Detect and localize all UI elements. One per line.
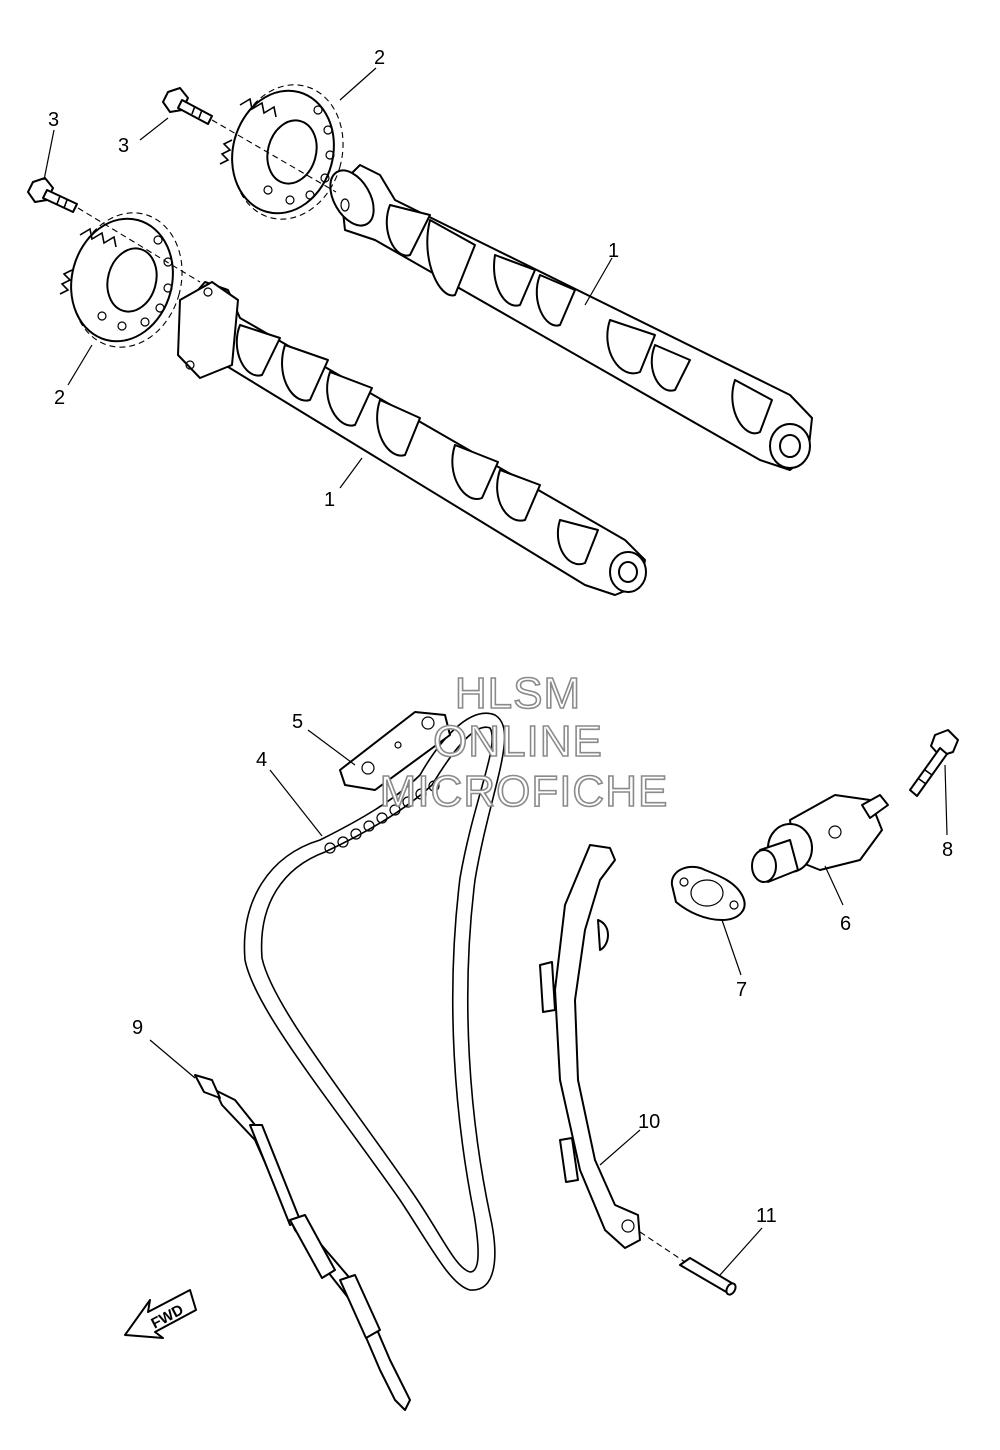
callout-1-upper: 1	[608, 240, 619, 262]
bolt-lower	[27, 177, 78, 213]
camshaft-lower	[177, 281, 647, 596]
callout-labels: 1 1 2 2 3 3 4 5 6 7 8 9 10 11	[48, 47, 953, 1227]
callout-1-lower: 1	[324, 489, 335, 511]
watermark-line-1: HLSM	[455, 669, 581, 718]
callout-5: 5	[292, 711, 303, 733]
watermark: HLSM ONLINE MICROFICHE	[379, 668, 669, 817]
chain-guide-rear	[194, 1074, 411, 1411]
chain-links	[324, 780, 440, 854]
tensioner-bolt	[909, 729, 959, 797]
chain-guide-top	[339, 711, 451, 791]
callout-2-lower: 2	[54, 387, 65, 409]
watermark-line-2: ONLINE	[433, 717, 603, 766]
callout-8: 8	[942, 839, 953, 861]
callout-11: 11	[756, 1205, 777, 1227]
chain-tensioner	[751, 794, 889, 883]
tensioner-gasket	[670, 865, 746, 921]
callout-7: 7	[736, 979, 747, 1001]
callout-9: 9	[132, 1017, 143, 1039]
leader-lines	[43, 67, 948, 1276]
sprocket-lower	[59, 212, 183, 348]
chain-guide-front	[539, 844, 641, 1249]
cam-chain	[243, 712, 506, 1291]
callout-3-lower: 3	[48, 109, 59, 131]
sprocket-upper	[219, 84, 344, 220]
callout-4: 4	[256, 749, 267, 771]
guide-pin	[679, 1257, 737, 1296]
bolt-upper	[162, 87, 213, 125]
callout-10: 10	[638, 1111, 660, 1133]
callout-2-upper: 2	[374, 47, 385, 69]
camshaft-upper	[329, 164, 813, 471]
callout-6: 6	[840, 913, 851, 935]
callout-3-upper: 3	[118, 135, 129, 157]
fwd-arrow: FWD	[124, 1289, 197, 1339]
watermark-line-3: MICROFICHE	[380, 767, 669, 816]
